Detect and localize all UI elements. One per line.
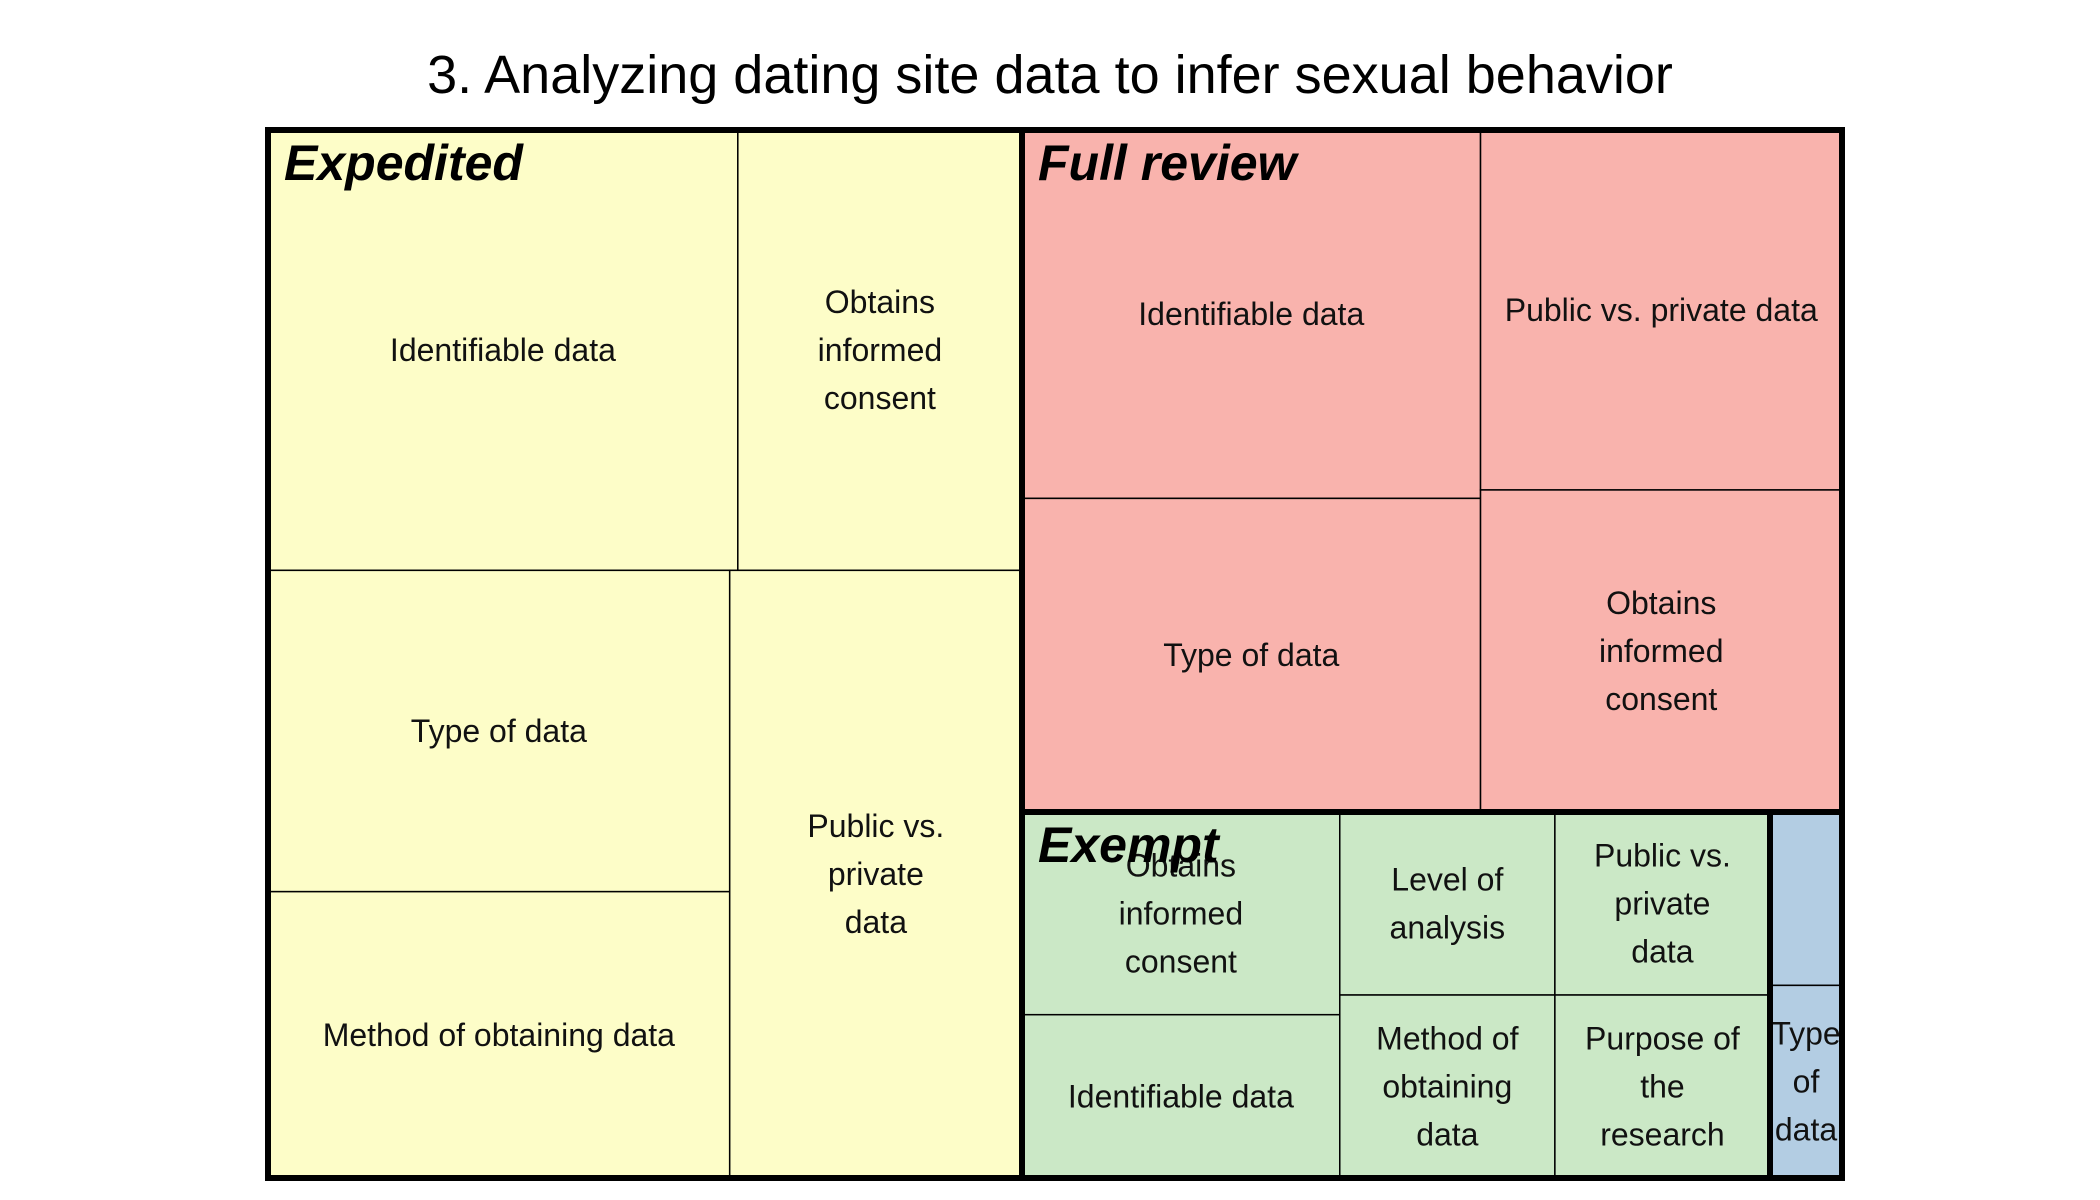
treemap-cell-exempt-obtains-informed-consent — [1021, 811, 1341, 1016]
treemap-cell-expedited-method-of-obtaining-data — [267, 890, 731, 1179]
treemap-group-border-other — [1767, 809, 1845, 1181]
treemap-cell-label: Type of data — [411, 713, 587, 749]
treemap-cell-other-unlabeled — [1769, 811, 1843, 987]
treemap-cell-label: Identifiable data — [1068, 1078, 1294, 1114]
treemap-cell-label: Method of obtaining data — [323, 1017, 675, 1053]
treemap-cell-exempt-method-of-obtaining-data — [1339, 994, 1556, 1179]
treemap-cell-label: Type of data — [1163, 637, 1339, 673]
treemap-cell-full-review-type-of-data — [1021, 497, 1482, 813]
treemap-group-label-exempt: Exempt — [1038, 817, 1221, 873]
treemap-cell-exempt-level-of-analysis — [1339, 811, 1556, 996]
treemap-cell-exempt-purpose-of-the-research — [1554, 994, 1771, 1179]
treemap-cell-full-review-obtains-informed-consent — [1479, 489, 1843, 813]
treemap-cell-full-review-public-vs-private-data — [1479, 129, 1843, 491]
treemap-cell-label: Public vs. private data — [1505, 292, 1818, 328]
treemap-cell-label: Identifiable data — [1138, 296, 1364, 332]
treemap-cell-expedited-identifiable-data — [267, 129, 739, 572]
chart-title: 3. Analyzing dating site data to infer s… — [427, 45, 1673, 105]
treemap-group-label-expedited: Expedited — [284, 135, 524, 191]
treemap-cell-label: Identifiable data — [390, 332, 616, 368]
treemap-cell-other-type-of-data — [1769, 984, 1843, 1179]
treemap-group-label-full-review: Full review — [1038, 135, 1300, 191]
treemap-cell-expedited-type-of-data — [267, 569, 731, 893]
